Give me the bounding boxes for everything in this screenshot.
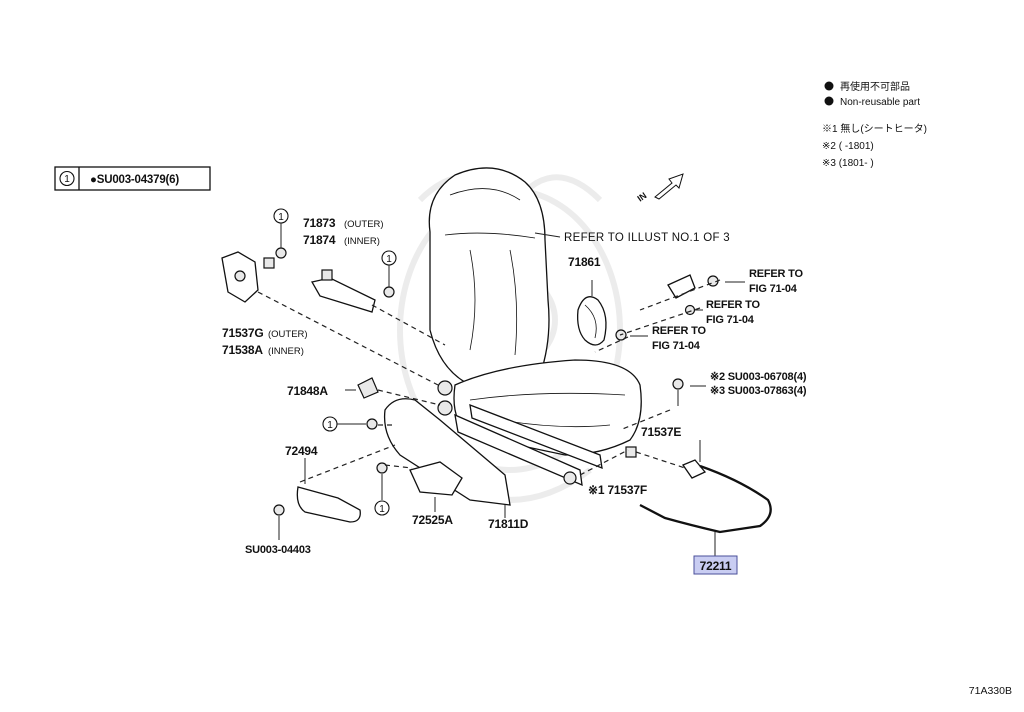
part-72211-shape (639, 464, 772, 534)
label-71874: 71874 (303, 233, 336, 247)
legend-en: Non-reusable part (840, 97, 920, 108)
callouts: 1 1 1 1 (273, 208, 397, 516)
label-71873: 71873 (303, 216, 336, 230)
ref-fig-c-line1: REFER TO (652, 325, 706, 337)
callout-number: 1 (386, 254, 392, 265)
part-labels: 71873 (OUTER) 71874 (INNER) 71537G (OUTE… (222, 216, 807, 575)
callout-circle-icon (381, 250, 397, 266)
in-arrow-icon (654, 173, 684, 200)
label-71848a: 71848A (287, 384, 328, 398)
label-71538a: 71538A (222, 343, 263, 357)
ref-fig-b-line1: REFER TO (706, 299, 760, 311)
part-72525a-shape (376, 461, 463, 512)
label-su003-06708: ※2 SU003-06708(4) (710, 371, 807, 383)
bolt-icon (273, 504, 285, 516)
part-71811d-shape (366, 398, 511, 518)
bolt-icon (275, 247, 287, 259)
label-71874-sub: (INNER) (344, 236, 380, 247)
part-71848a-shape (357, 377, 379, 399)
ref-fig-a-line2: FIG 71-04 (749, 283, 798, 295)
label-72525a: 72525A (412, 513, 453, 527)
nut-icon (684, 304, 696, 316)
figure-code: 71A330B (969, 685, 1012, 697)
label-71538a-sub: (INNER) (268, 346, 304, 357)
callout-circle-icon (273, 208, 289, 224)
part-71537f-shape (625, 446, 637, 458)
label-72494: 72494 (285, 444, 318, 458)
ref-fig-c-line2: FIG 71-04 (652, 340, 701, 352)
part-71537g-shape (221, 222, 287, 303)
part-71873-shape (310, 262, 395, 313)
callout-circle-icon (59, 170, 75, 187)
installation-lines (257, 279, 721, 483)
callout-circle-icon (374, 500, 390, 516)
label-71537g: 71537G (222, 326, 264, 340)
legend-note-3: ※3 (1801- ) (822, 158, 874, 169)
bolt-icon (366, 418, 378, 430)
seat-assembly (428, 167, 642, 487)
part-72494-shape (273, 458, 361, 540)
label-71811d: 71811D (488, 517, 529, 531)
label-su003-04403: SU003-04403 (245, 544, 311, 556)
label-su003-07863: ※3 SU003-07863(4) (710, 385, 807, 397)
direction-indicator: IN (635, 173, 684, 204)
legend-note-1: ※1 無し(シートヒータ) (822, 122, 927, 135)
callout-number: 1 (278, 212, 284, 223)
label-71537f: ※1 71537F (588, 483, 647, 497)
legend-note-2: ※2 ( -1801) (822, 141, 874, 152)
label-71537g-sub: (OUTER) (268, 329, 308, 340)
label-71537e: 71537E (641, 425, 681, 439)
part-71861-shape (577, 280, 607, 346)
non-reusable-bullet-icon (824, 81, 834, 91)
bolt-icon (383, 286, 395, 298)
direction-label: IN (635, 190, 648, 203)
ref-illust: REFER TO ILLUST NO.1 OF 3 (564, 232, 730, 244)
ref-fig-a-line1: REFER TO (749, 268, 803, 280)
callout-number: 1 (327, 420, 333, 431)
label-71873-sub: (OUTER) (344, 219, 384, 230)
non-reusable-bullet-icon (824, 96, 834, 106)
callout-number: 1 (379, 504, 385, 515)
legend-jp: 再使用不可部品 (840, 80, 910, 93)
key-box-text: ●SU003-04379(6) (90, 174, 179, 186)
label-71861: 71861 (568, 255, 601, 269)
ref-fig-b-line2: FIG 71-04 (706, 314, 755, 326)
highlight-72211-box (693, 555, 738, 575)
label-leaders (345, 232, 745, 391)
legend: 再使用不可部品 Non-reusable part ※1 無し(シートヒータ) … (822, 80, 927, 169)
bolt-icon (376, 462, 388, 474)
key-box-number: 1 (64, 174, 70, 185)
bolt-icon (672, 378, 684, 390)
part-71537e-shape (682, 459, 707, 479)
label-72211: 72211 (700, 559, 732, 573)
key-box: 1 ●SU003-04379(6) (54, 166, 211, 191)
